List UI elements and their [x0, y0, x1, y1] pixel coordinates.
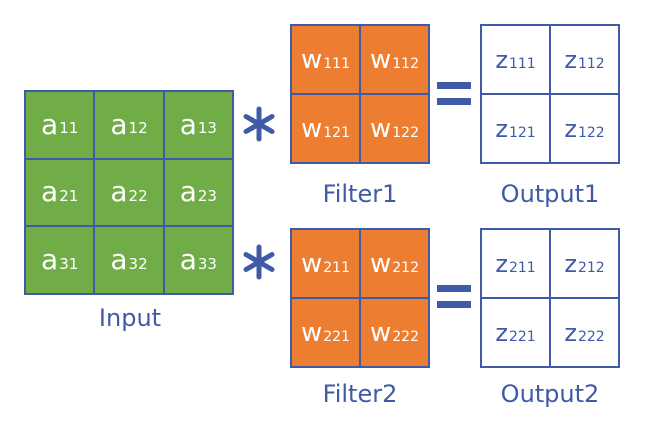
cell-subscript: 31: [59, 254, 79, 273]
cell-variable: z: [564, 249, 577, 278]
cell-subscript: 122: [392, 124, 419, 141]
cell-variable: w: [301, 317, 323, 348]
cell-subscript: 33: [197, 254, 217, 273]
cell-variable: a: [179, 243, 197, 277]
cell-subscript: 32: [128, 254, 148, 273]
cell-subscript: 211: [323, 259, 350, 276]
cell-subscript: 212: [392, 259, 419, 276]
cell-variable: z: [495, 249, 508, 278]
cell-subscript: 222: [577, 328, 605, 345]
cell-variable: a: [41, 175, 59, 209]
equals-icon: [437, 285, 471, 308]
cell-subscript: 22: [128, 186, 148, 205]
cell-variable: w: [370, 317, 392, 348]
cell-subscript: 222: [392, 328, 419, 345]
output1-label: Output1: [500, 180, 600, 208]
filter1-label: Filter1: [322, 180, 398, 208]
cell-subscript: 221: [323, 328, 350, 345]
cell-variable: w: [370, 248, 392, 279]
cell-subscript: 221: [508, 328, 536, 345]
cell-subscript: 13: [197, 119, 217, 138]
cell-variable: z: [495, 114, 508, 143]
cell-variable: z: [564, 114, 577, 143]
input-label: Input: [98, 304, 162, 332]
cell-variable: a: [110, 175, 128, 209]
cell-subscript: 211: [508, 259, 536, 276]
cell-subscript: 12: [128, 119, 148, 138]
cell-variable: w: [301, 113, 323, 144]
cell-variable: a: [110, 107, 128, 141]
cell-subscript: 122: [577, 124, 605, 141]
cell-subscript: 21: [59, 186, 79, 205]
cell-variable: z: [564, 318, 577, 347]
cell-subscript: 112: [577, 55, 605, 72]
equals-icon: [437, 82, 471, 105]
cell-variable: z: [564, 45, 577, 74]
cell-subscript: 11: [59, 119, 79, 138]
cell-variable: w: [370, 113, 392, 144]
cell-subscript: 111: [323, 55, 350, 72]
cell-variable: a: [110, 243, 128, 277]
cell-variable: a: [179, 107, 197, 141]
cell-variable: w: [301, 44, 323, 75]
cell-subscript: 121: [508, 124, 536, 141]
asterisk-icon: [243, 244, 275, 280]
cell-subscript: 212: [577, 259, 605, 276]
asterisk-icon: [243, 106, 275, 142]
cell-variable: a: [41, 243, 59, 277]
cell-variable: a: [179, 175, 197, 209]
cell-subscript: 23: [197, 186, 217, 205]
cell-variable: z: [495, 45, 508, 74]
cell-subscript: 111: [508, 55, 536, 72]
cell-variable: w: [370, 44, 392, 75]
cell-variable: a: [41, 107, 59, 141]
cell-variable: w: [301, 248, 323, 279]
cell-variable: z: [495, 318, 508, 347]
filter2-label: Filter2: [322, 380, 398, 408]
output2-label: Output2: [500, 380, 600, 408]
cell-subscript: 121: [323, 124, 350, 141]
cell-subscript: 112: [392, 55, 419, 72]
